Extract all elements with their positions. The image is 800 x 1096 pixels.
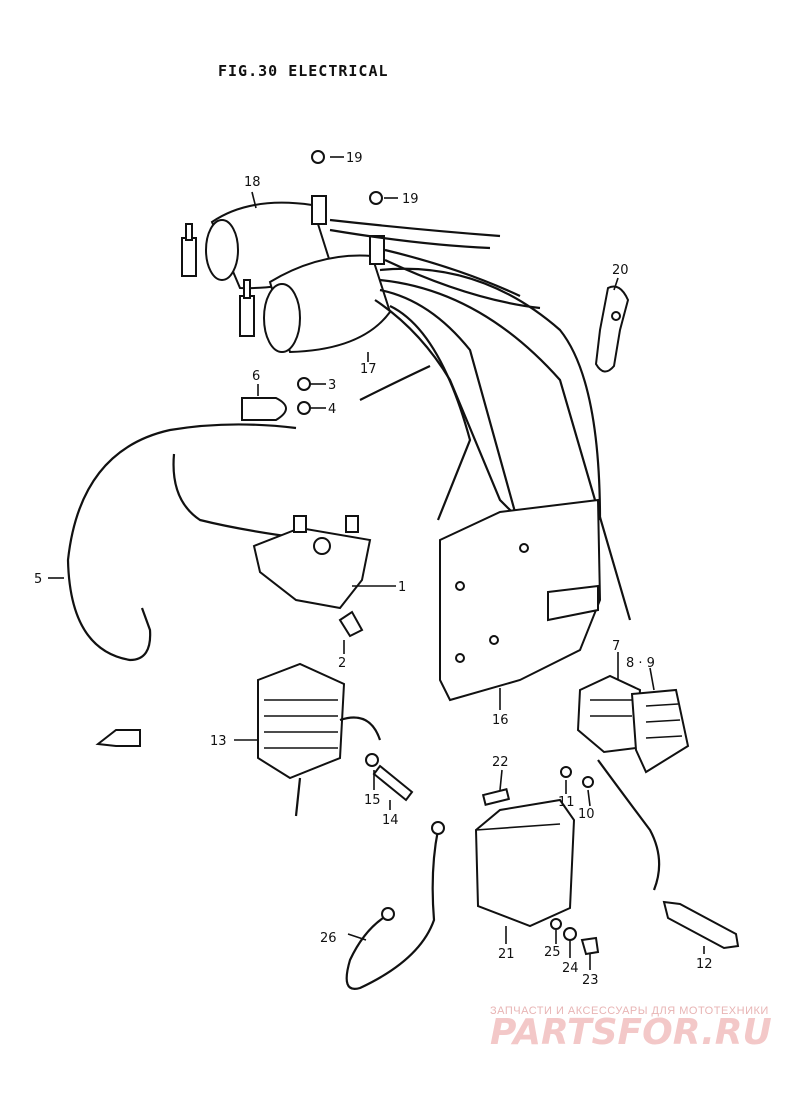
screw-23 [580, 936, 600, 956]
callout-7: 7 [612, 639, 620, 654]
regulator-rectifier-13 [257, 662, 382, 817]
fuse-22 [481, 788, 511, 806]
callout-6: 6 [252, 369, 260, 384]
ignition-coil-17 [239, 235, 392, 354]
ground-lead-26 [345, 829, 440, 990]
callout-8-9: 8 · 9 [626, 656, 655, 671]
callout-14: 14 [382, 813, 399, 828]
cap-6 [241, 397, 287, 421]
washer-24 [563, 927, 577, 941]
relay-21 [474, 798, 576, 928]
callout-26: 26 [320, 931, 337, 946]
fuse-box-7 [576, 674, 642, 754]
callout-15: 15 [364, 793, 381, 808]
starter-relay-1 [252, 515, 372, 610]
callout-16: 16 [492, 713, 509, 728]
screw-2 [338, 610, 364, 638]
leader-lines [48, 156, 705, 970]
callout-11: 11 [558, 795, 575, 810]
bolt-14 [372, 764, 414, 802]
mounting-plate-16 [439, 498, 602, 702]
front-arrow-icon [95, 729, 141, 747]
callout-24: 24 [562, 961, 579, 976]
callout-labels: 19 18 19 20 17 6 3 4 5 1 2 7 8 · 9 16 13… [34, 151, 713, 988]
callout-5: 5 [34, 572, 42, 587]
callout-19-right: 19 [402, 192, 419, 207]
washer-15 [365, 753, 379, 767]
callout-17: 17 [360, 362, 377, 377]
watermark-tagline: ЗАПЧАСТИ И АКСЕССУАРЫ ДЛЯ МОТОТЕХНИКИ [490, 1005, 769, 1017]
wire-harness [329, 218, 632, 621]
screw-10 [582, 776, 594, 788]
clamp-20 [594, 285, 630, 373]
callout-20: 20 [612, 263, 629, 278]
callout-21: 21 [498, 947, 515, 962]
callout-19-top: 19 [346, 151, 363, 166]
nut-19-right [369, 191, 383, 205]
callout-1: 1 [398, 580, 406, 595]
nut-3 [297, 377, 311, 391]
callout-4: 4 [328, 402, 336, 417]
bracket-12 [662, 900, 740, 950]
callout-23: 23 [582, 973, 599, 988]
callout-3: 3 [328, 378, 336, 393]
ignition-coil-18 [181, 195, 332, 290]
nut-25 [550, 918, 562, 930]
callout-2: 2 [338, 656, 346, 671]
washer-11 [560, 766, 572, 778]
figure-title: FIG.30 ELECTRICAL [218, 62, 389, 80]
washer-4 [297, 401, 311, 415]
callout-13: 13 [210, 734, 227, 749]
watermark-logo: PARTSFOR.RU [490, 1012, 772, 1053]
nut-19-top [311, 150, 325, 164]
callout-12: 12 [696, 957, 713, 972]
callout-18: 18 [244, 175, 261, 190]
cable-5 [66, 423, 297, 662]
fuse-box-cover-8-9 [630, 688, 690, 774]
callout-10: 10 [578, 807, 595, 822]
callout-25: 25 [544, 945, 561, 960]
callout-22: 22 [492, 755, 509, 770]
